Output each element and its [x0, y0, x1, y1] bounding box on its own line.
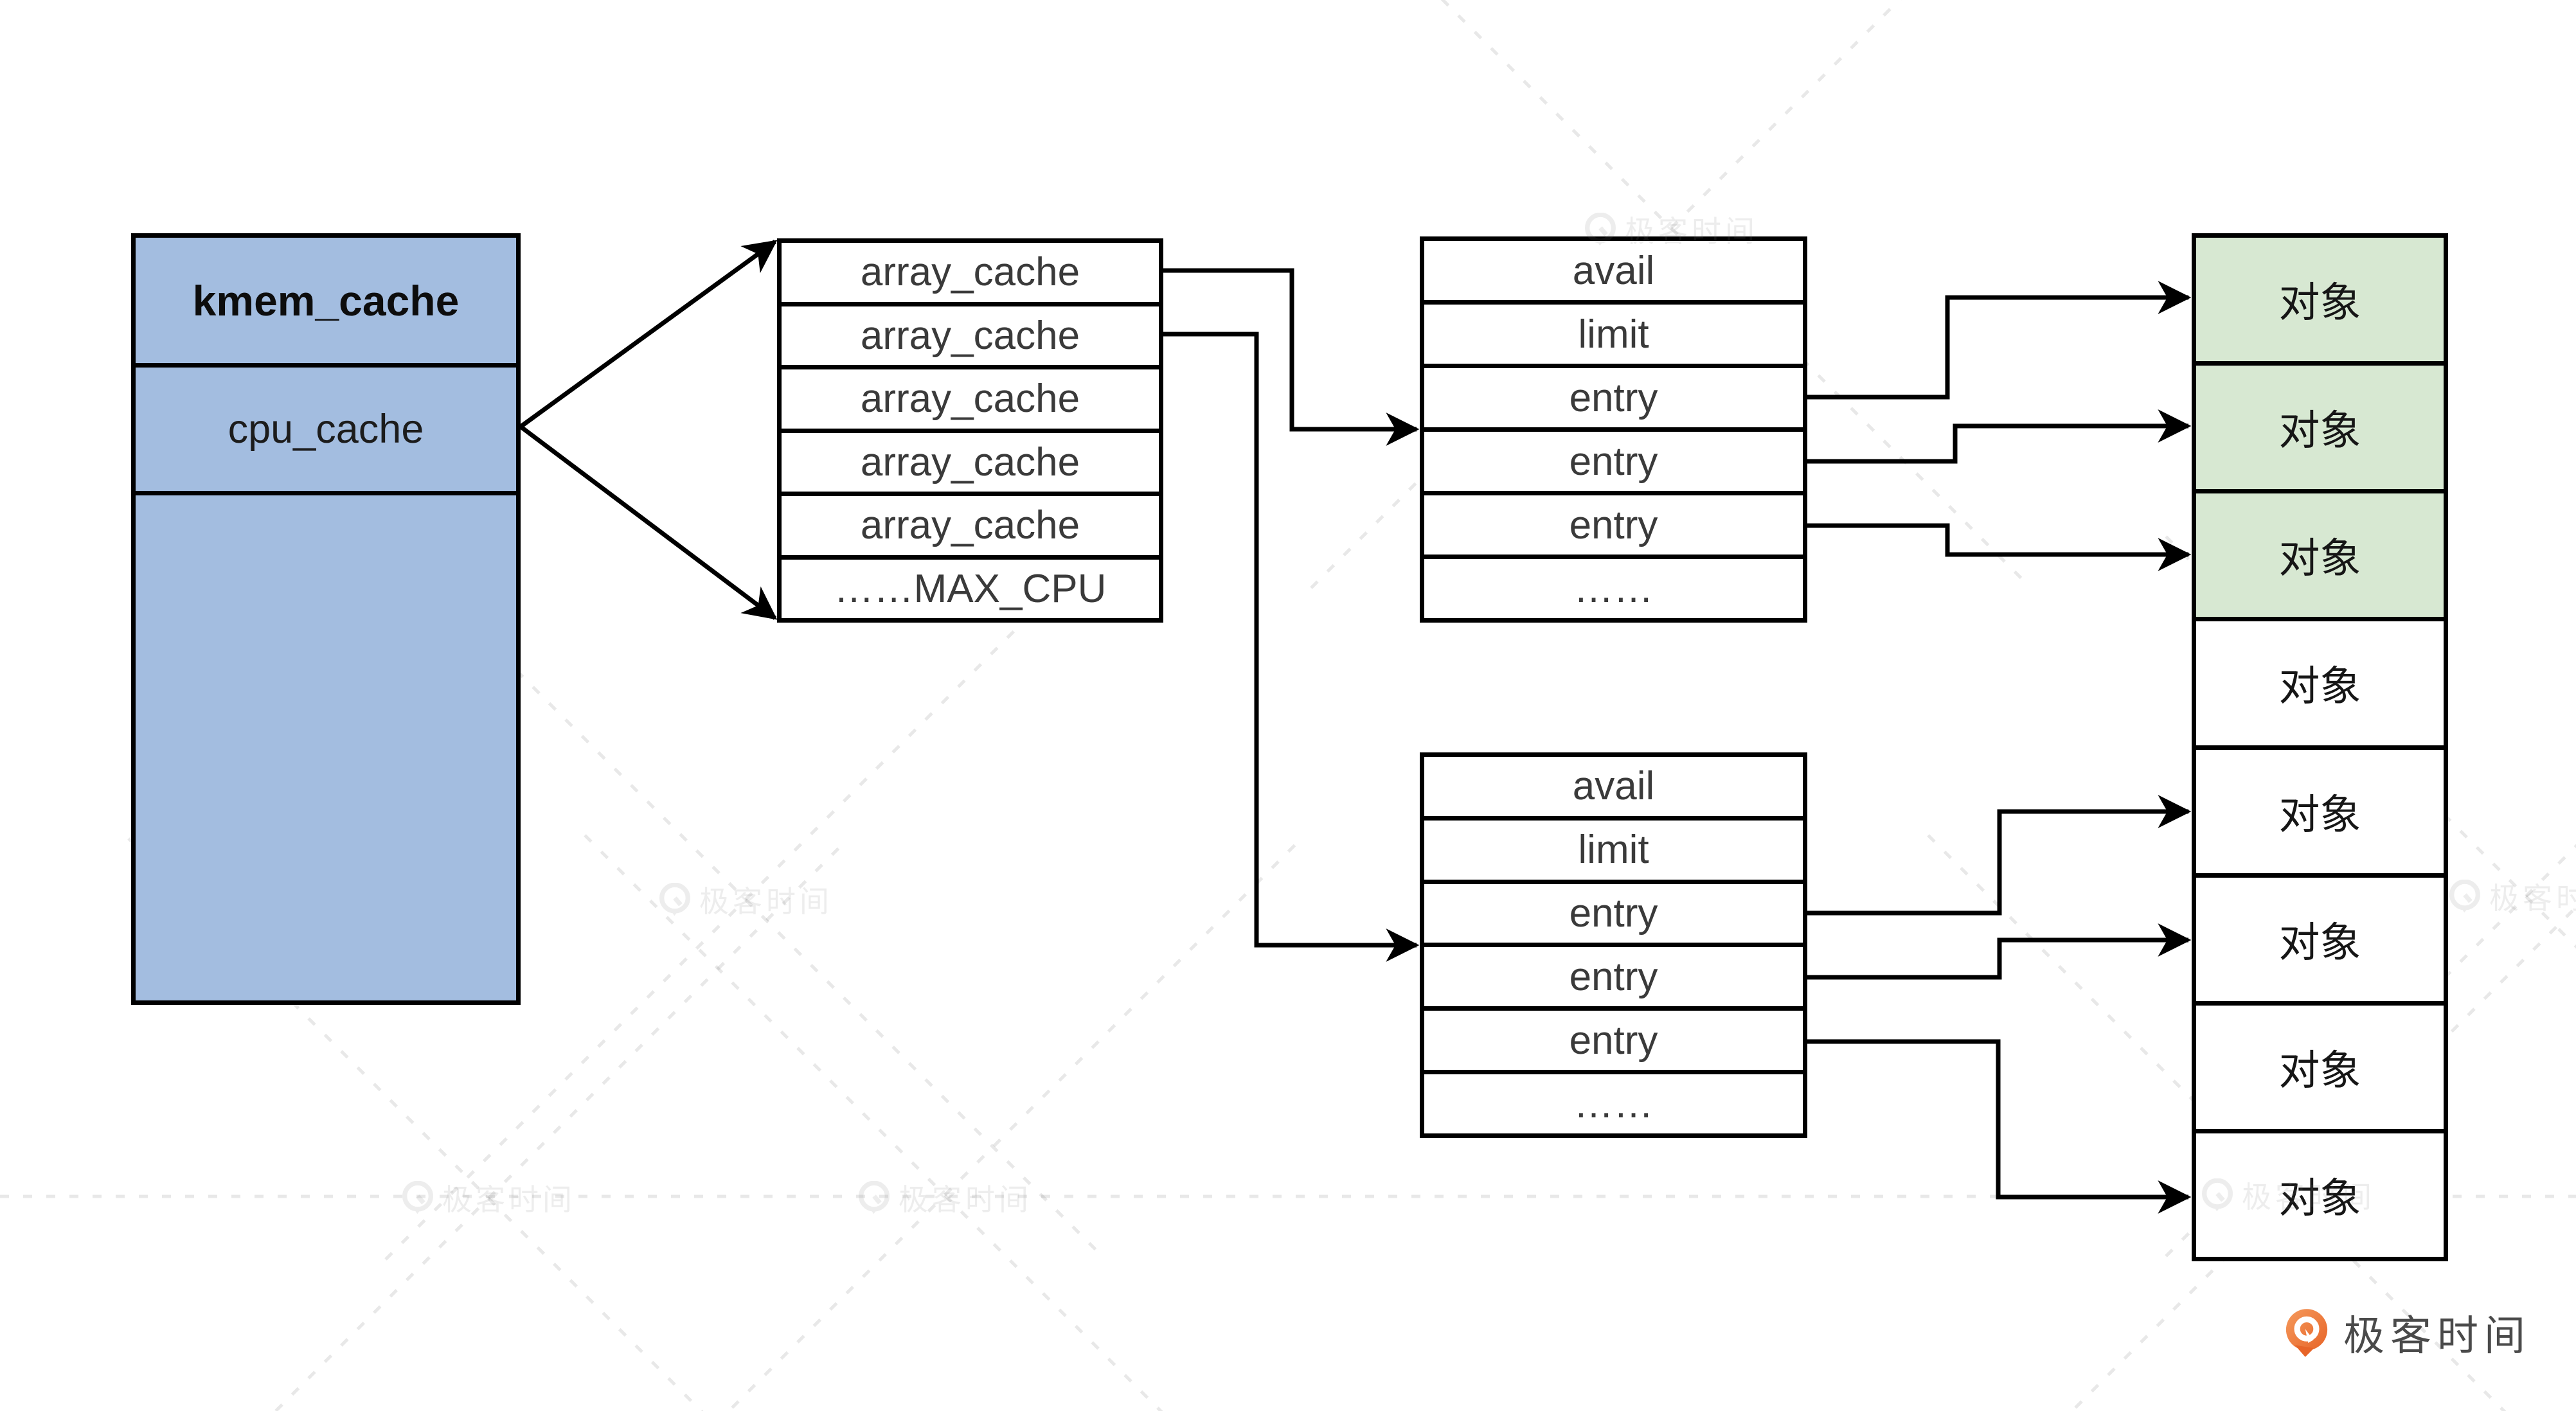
watermark-text: 极客时间: [2489, 882, 2576, 915]
bottom-entry0-to-object4-arrow: [1807, 795, 2192, 916]
entry-row: entry: [1424, 943, 1803, 1006]
entry-row: entry: [1424, 427, 1803, 491]
geektime-watermark-icon: [2449, 880, 2480, 913]
array-cache-row: array_cache: [782, 428, 1159, 492]
kmem-cache-title: kmem_cache: [192, 276, 460, 324]
kmem-cache-empty-area: [136, 491, 516, 1000]
kmem-cache-box: kmem_cache cpu_cache: [131, 233, 521, 1005]
object-slot: 对象: [2196, 873, 2444, 1001]
watermark-text: 极客时间: [442, 1183, 576, 1216]
cpu-cache-field: cpu_cache: [136, 363, 516, 491]
geektime-watermark-icon: [402, 1181, 433, 1214]
ellipsis-row: ……: [1424, 555, 1803, 618]
array-cache-struct-table-bottom: avail limit entry entry entry ……: [1420, 752, 1807, 1138]
watermark: 极客时间: [658, 878, 833, 921]
geektime-brand: 极客时间: [2283, 1303, 2531, 1362]
bottom-entry2-to-object7-arrow: [1807, 1039, 2192, 1214]
array-cache-row: array_cache: [782, 365, 1159, 429]
cpu-cache-to-array-bottom-arrow: [519, 425, 778, 620]
object-slots-column: 对象 对象 对象 对象 对象 对象 对象 对象: [2192, 233, 2448, 1261]
bottom-entry1-to-object5-arrow: [1807, 923, 2192, 980]
watermark: 极客时间: [2448, 875, 2576, 918]
entry-row: entry: [1424, 364, 1803, 427]
entry-row: entry: [1424, 1006, 1803, 1070]
geektime-brand-text: 极客时间: [2343, 1313, 2531, 1359]
object-slot: 对象: [2196, 1128, 2444, 1257]
array-cache1-to-table-bottom-arrow: [1163, 332, 1420, 962]
cpu-cache-to-array-top-arrow: [519, 240, 778, 429]
watermark: 极客时间: [401, 1176, 576, 1219]
array-cache-row: array_cache: [782, 301, 1159, 366]
array-cache-struct-table-top: avail limit entry entry entry ……: [1420, 236, 1807, 623]
array-cache0-to-table-top-arrow: [1163, 268, 1420, 446]
array-cache-column: array_cache array_cache array_cache arra…: [777, 238, 1163, 623]
array-cache-max-cpu-row: ……MAX_CPU: [782, 555, 1159, 619]
limit-row: limit: [1424, 300, 1803, 364]
geektime-logo-icon: [2285, 1309, 2328, 1357]
watermark-text: 极客时间: [899, 1183, 1032, 1216]
entry-row: entry: [1424, 879, 1803, 943]
ellipsis-row: ……: [1424, 1070, 1803, 1133]
object-slot: 对象: [2196, 1000, 2444, 1129]
watermark-text: 极客时间: [699, 885, 833, 918]
object-slot: 对象: [2196, 617, 2444, 745]
array-cache-row: array_cache: [860, 250, 1080, 295]
avail-row: avail: [1572, 248, 1655, 293]
top-entry0-to-object0-arrow: [1807, 281, 2192, 400]
top-entry2-to-object2-arrow: [1807, 523, 2192, 571]
limit-row: limit: [1424, 815, 1803, 880]
entry-row: entry: [1424, 491, 1803, 555]
watermark: 极客时间: [857, 1176, 1032, 1219]
object-slot-allocated: 对象: [2196, 238, 2444, 362]
top-entry1-to-object1-arrow: [1807, 409, 2192, 464]
object-slot-allocated: 对象: [2196, 361, 2444, 490]
geektime-watermark-icon: [659, 883, 690, 916]
avail-row: avail: [1572, 764, 1655, 809]
geektime-watermark-icon: [859, 1181, 890, 1214]
object-slot-allocated: 对象: [2196, 489, 2444, 617]
object-slot: 对象: [2196, 745, 2444, 873]
array-cache-row: array_cache: [782, 492, 1159, 555]
